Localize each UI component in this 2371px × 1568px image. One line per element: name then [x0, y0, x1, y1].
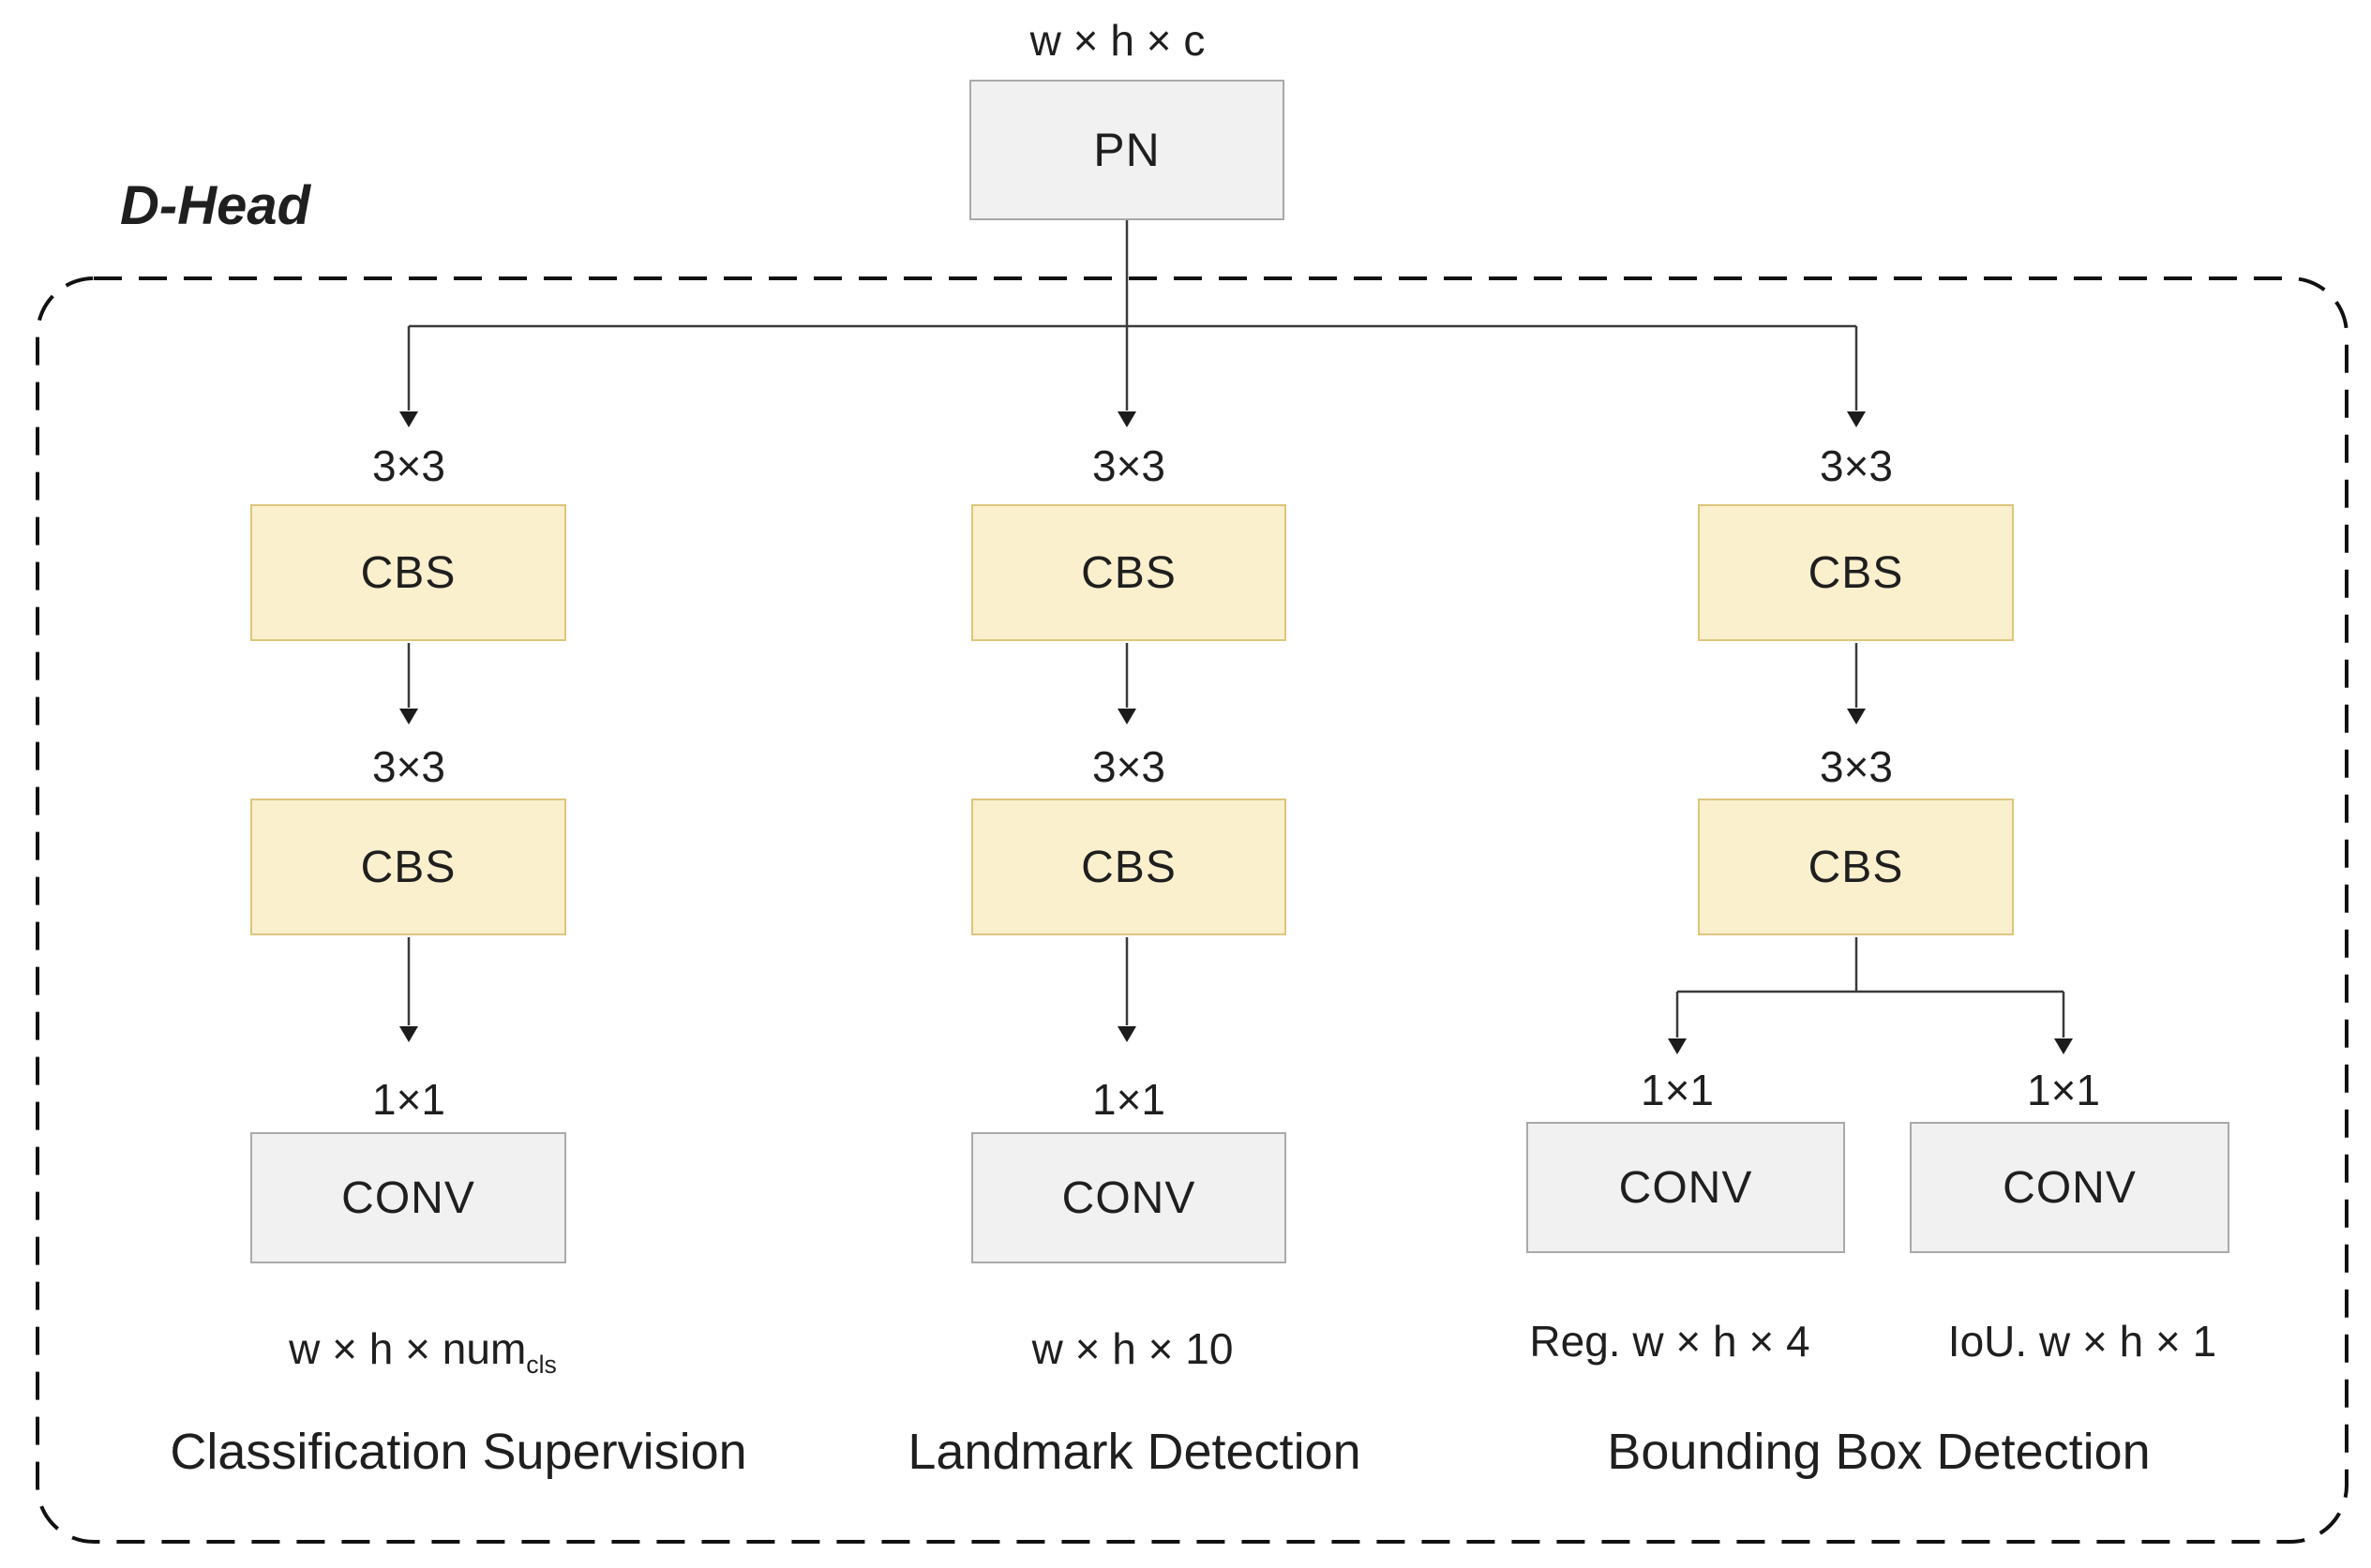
branch1-cbs1-block: CBS	[250, 504, 566, 641]
branch1-kernel2-label: 3×3	[371, 742, 446, 791]
branch2-kernel1-label: 3×3	[1091, 441, 1166, 490]
branch2-conv-block: CONV	[971, 1132, 1286, 1263]
branch1-output-dims: w × h × numcls	[289, 1323, 557, 1378]
branch1-caption: Classification Supervision	[170, 1424, 747, 1480]
branch1-kernel1-label: 3×3	[371, 441, 446, 490]
arrowhead-b2-mid	[1118, 709, 1136, 724]
branch2-output-dims: w × h × 10	[1031, 1324, 1234, 1373]
branch3-cbs2-block: CBS	[1698, 799, 2014, 935]
branch1-output-subscript: cls	[526, 1351, 557, 1380]
branch3-cbs1-block: CBS	[1698, 504, 2014, 641]
branch3-caption: Bounding Box Detection	[1607, 1424, 2151, 1480]
pn-block: PN	[969, 80, 1284, 220]
branch2-kernel2-label: 3×3	[1091, 742, 1166, 791]
branch1-cbs2-block: CBS	[250, 799, 566, 935]
branch3-kernel3a-label: 1×1	[1640, 1066, 1715, 1114]
arrowhead-b2-top	[1118, 411, 1136, 427]
arrowhead-b1-top	[399, 411, 418, 427]
branch3-output-reg-dims: Reg. w × h × 4	[1529, 1317, 1810, 1366]
arrowhead-b1-low	[399, 1026, 418, 1042]
branch1-output-main: w × h × num	[289, 1324, 527, 1373]
branch1-kernel3-label: 1×1	[371, 1075, 446, 1124]
branch2-cbs2-block: CBS	[971, 799, 1286, 935]
branch3-conv-reg-block: CONV	[1526, 1122, 1845, 1253]
branch2-caption: Landmark Detection	[908, 1424, 1361, 1480]
branch3-output-iou-dims: IoU. w × h × 1	[1947, 1317, 2217, 1366]
arrowhead-b2-low	[1118, 1026, 1136, 1042]
arrowhead-b3-mid	[1847, 709, 1866, 724]
arrowhead-b1-mid	[399, 709, 418, 724]
branch3-kernel3b-label: 1×1	[2026, 1066, 2101, 1114]
arrowhead-b3-left	[1668, 1038, 1687, 1054]
dhead-dashed-container	[36, 276, 2348, 1544]
input-dims-label: w × h × c	[1029, 16, 1206, 65]
branch2-cbs1-block: CBS	[971, 504, 1286, 641]
arrowhead-b3-right	[2054, 1038, 2073, 1054]
arrowhead-b3-top	[1847, 411, 1866, 427]
branch3-kernel2-label: 3×3	[1819, 742, 1894, 791]
branch2-kernel3-label: 1×1	[1091, 1075, 1166, 1124]
dhead-label: D-Head	[120, 175, 311, 236]
branch3-conv-iou-block: CONV	[1910, 1122, 2229, 1253]
wire-b3-split	[1675, 937, 2065, 1038]
branch1-conv-block: CONV	[250, 1132, 566, 1263]
branch3-kernel1-label: 3×3	[1819, 441, 1894, 490]
